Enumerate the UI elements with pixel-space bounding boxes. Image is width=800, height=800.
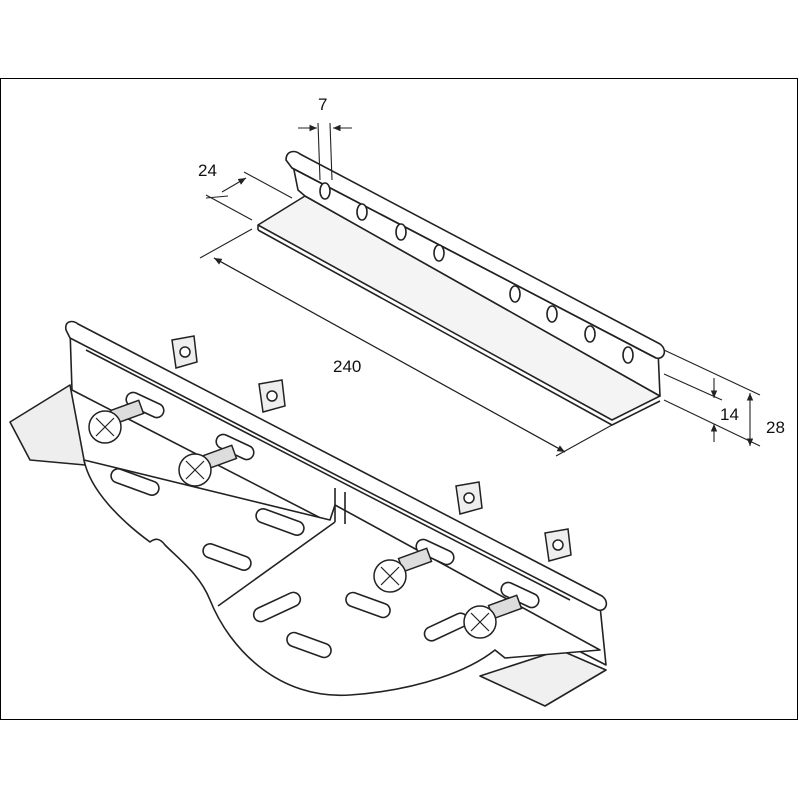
nut-4 — [544, 528, 572, 562]
bolt-3 — [373, 547, 433, 593]
dim-height-inner: 14 — [720, 405, 739, 424]
nut-2 — [258, 379, 286, 413]
plate-slots — [110, 391, 540, 659]
dim-height-total: 28 — [766, 418, 785, 437]
bolt-4 — [463, 594, 523, 639]
bolt-1 — [88, 399, 145, 444]
square-nuts — [171, 335, 572, 562]
nut-3 — [455, 481, 483, 515]
dim-length: 240 — [333, 357, 361, 376]
rail-holes — [319, 182, 634, 364]
bolt-2 — [178, 444, 238, 487]
dim-slot-width: 7 — [318, 95, 327, 114]
nut-1 — [171, 335, 198, 369]
dimension-lines — [199, 122, 761, 457]
lower-assembly — [9, 320, 608, 707]
upper-rail — [257, 150, 666, 426]
dim-flange-width: 24 — [198, 161, 217, 180]
bolts — [88, 399, 523, 639]
